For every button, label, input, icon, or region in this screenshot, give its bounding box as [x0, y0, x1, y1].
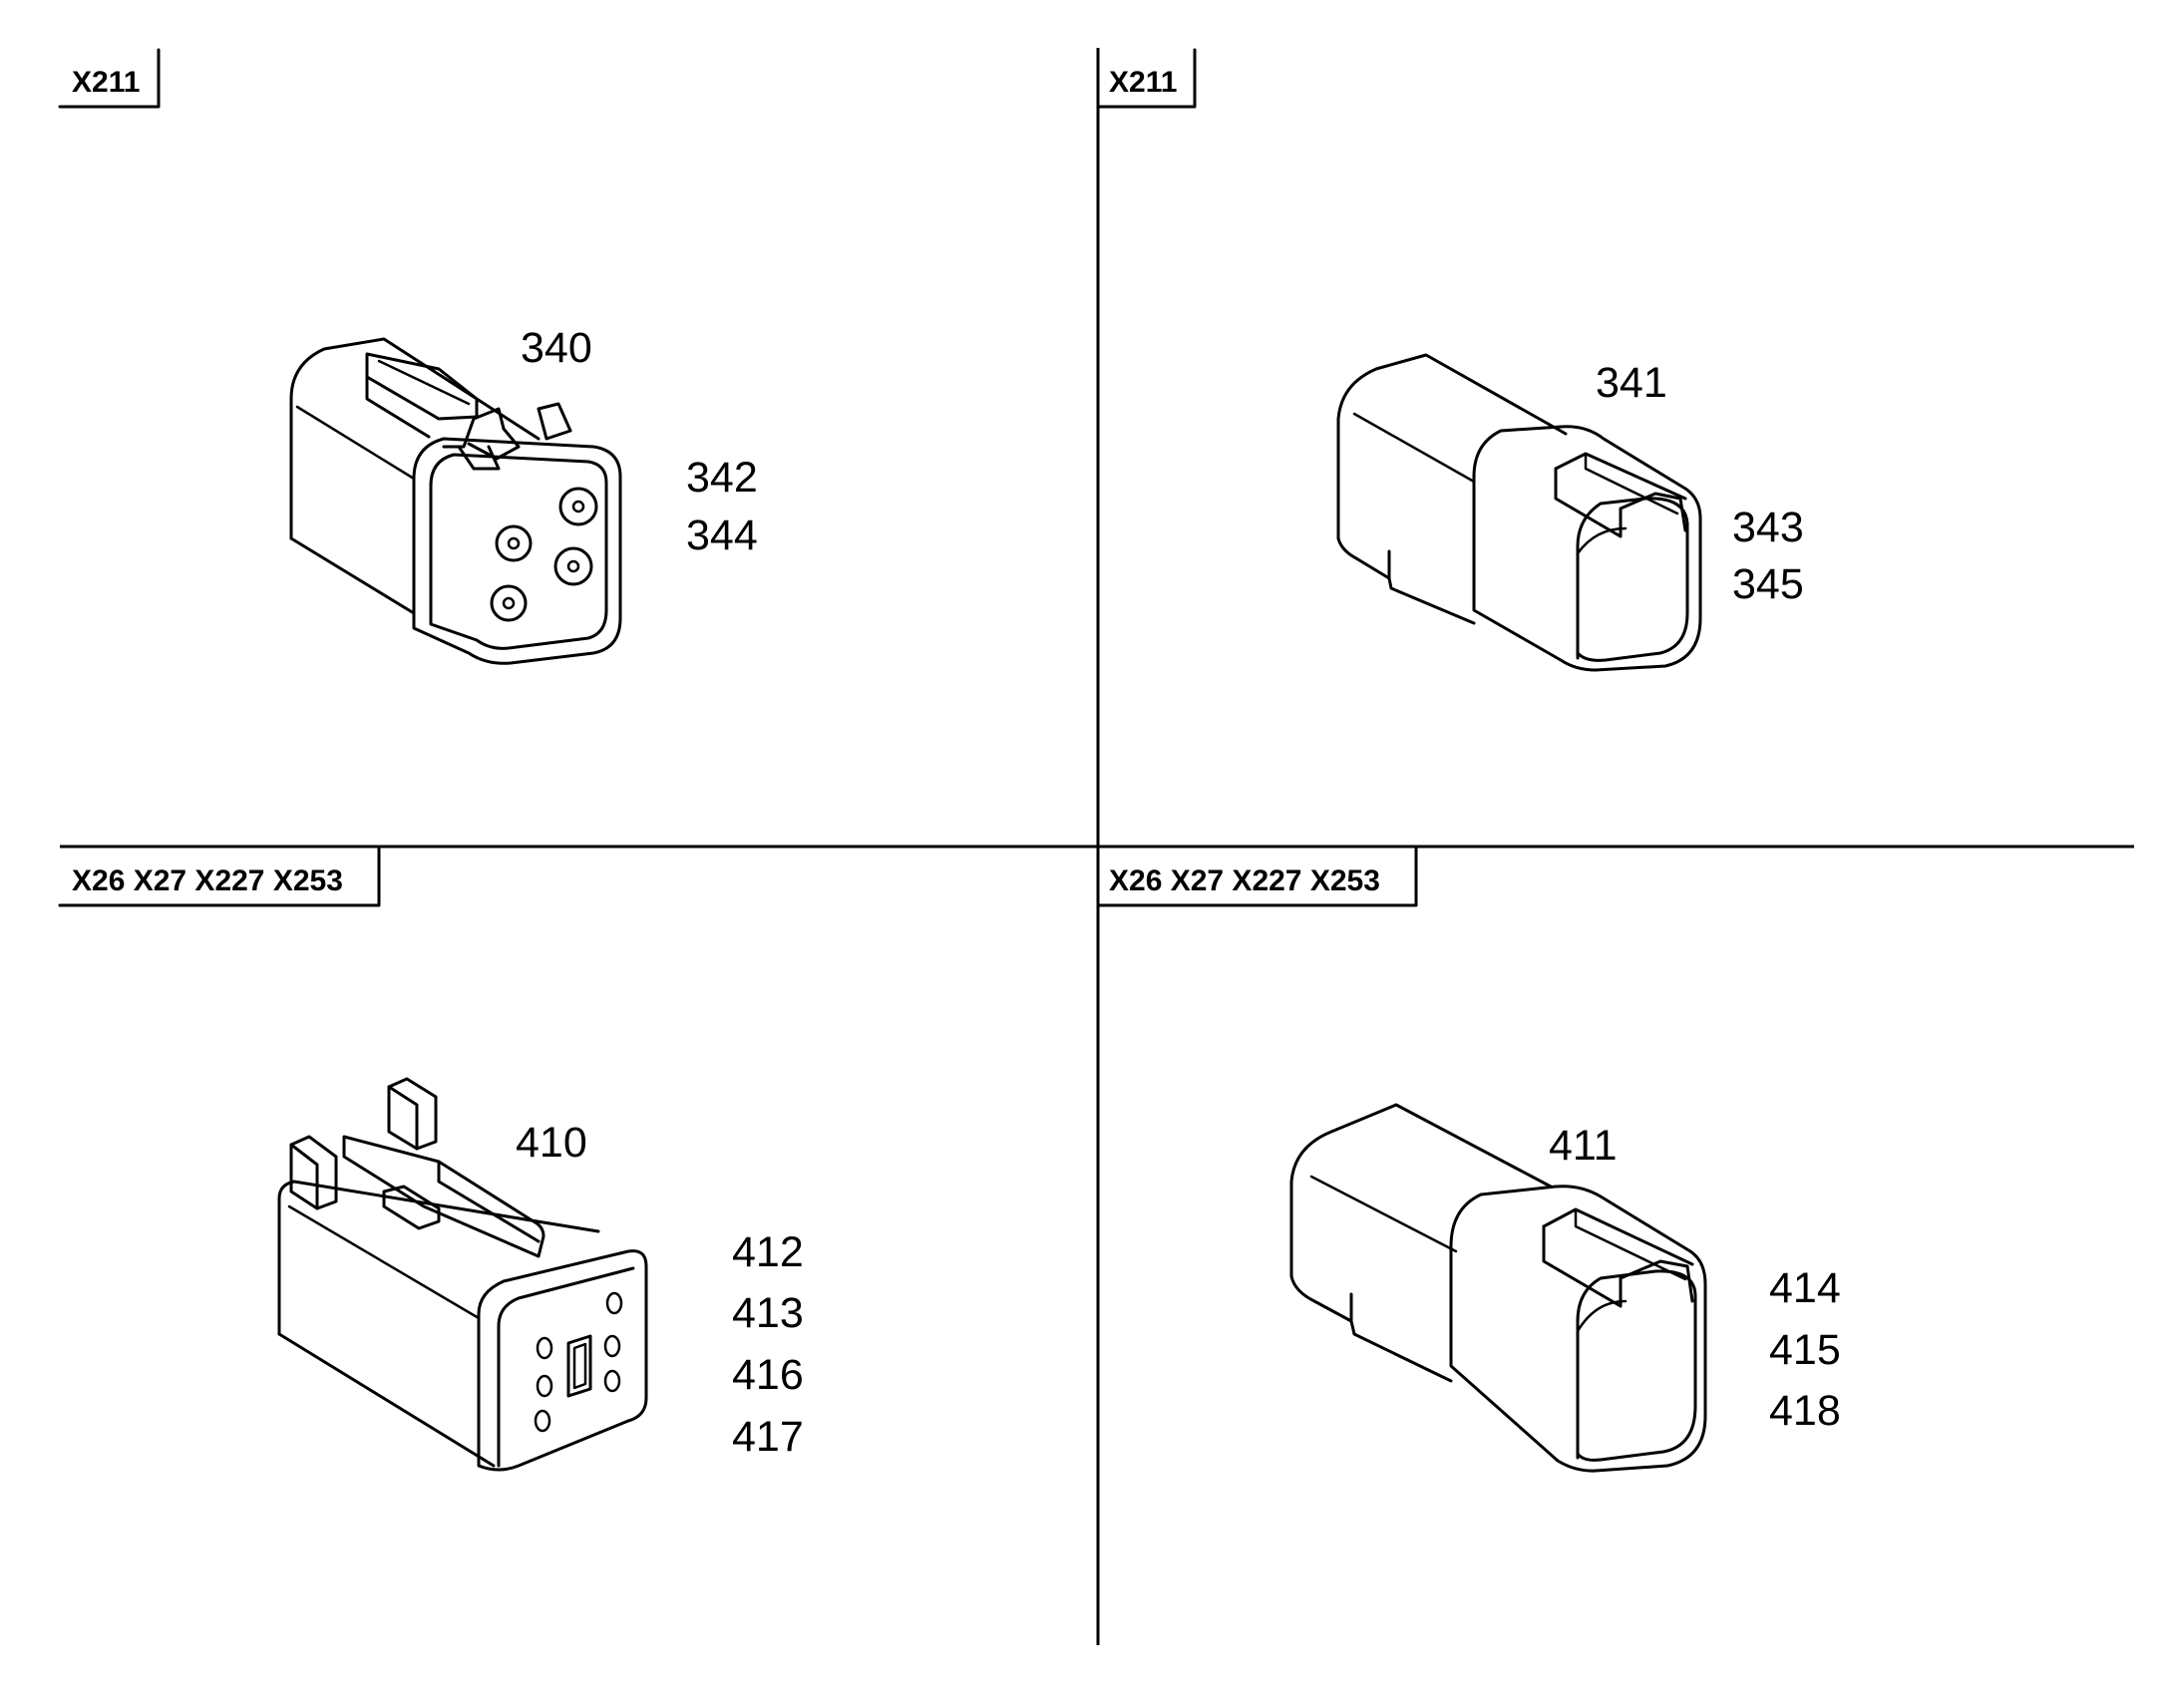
ref-number: 344	[686, 512, 758, 559]
ref-number: 342	[686, 454, 758, 502]
ref-number: 412	[732, 1228, 804, 1276]
ref-number: 415	[1769, 1326, 1841, 1374]
connector-340-drawing	[289, 337, 622, 665]
connector-410-drawing	[277, 1077, 648, 1472]
quadrant-dividers	[60, 48, 2134, 1645]
tag-box: X26 X27 X227 X253	[1096, 847, 1418, 907]
part-number: 341	[1596, 359, 1667, 407]
quadrant-bottom-left: X26 X27 X227 X253 410 412 413 416 417	[58, 847, 804, 1472]
ref-number: 416	[732, 1351, 804, 1399]
quadrant-top-right: X211 341 343 345	[1096, 48, 1804, 672]
part-number: 410	[516, 1119, 587, 1167]
part-number: 340	[521, 324, 592, 372]
ref-number: 417	[732, 1413, 804, 1461]
tag-label: X211	[1109, 66, 1177, 99]
part-number: 411	[1549, 1122, 1618, 1170]
ref-number: 345	[1732, 560, 1804, 608]
ref-number: 343	[1732, 504, 1804, 551]
tag-label: X26 X27 X227 X253	[1109, 864, 1380, 897]
ref-number: 414	[1769, 1264, 1841, 1312]
connector-341-drawing	[1336, 353, 1702, 672]
ref-number: 418	[1769, 1387, 1841, 1435]
tag-box: X211	[58, 48, 161, 109]
connector-411-drawing	[1289, 1103, 1707, 1473]
tag-box: X211	[1096, 48, 1197, 109]
tag-label: X211	[72, 66, 140, 99]
tag-label: X26 X27 X227 X253	[72, 864, 343, 897]
quadrant-top-left: X211 340 342 344	[58, 48, 758, 665]
ref-number: 413	[732, 1289, 804, 1337]
tag-box: X26 X27 X227 X253	[58, 847, 381, 907]
quadrant-bottom-right: X26 X27 X227 X253 411 414 415 418	[1096, 847, 1841, 1473]
